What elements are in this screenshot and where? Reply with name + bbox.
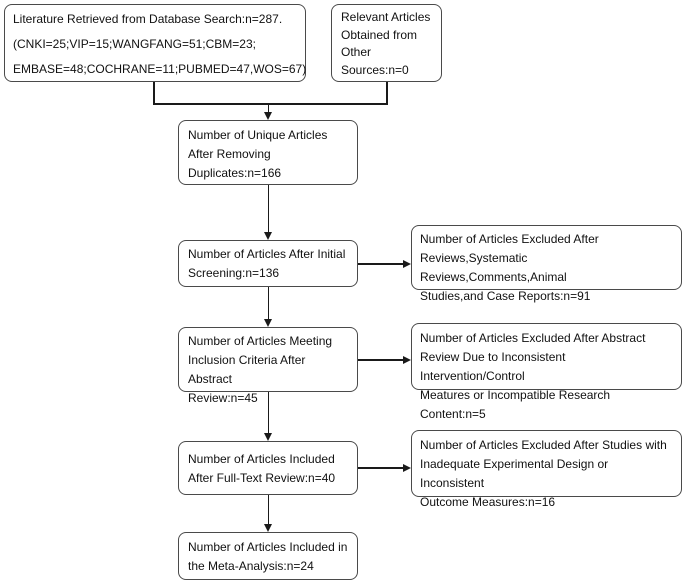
arrowhead-to-abstract-icon — [264, 319, 272, 327]
connector-unique-to-screening-line — [267, 185, 269, 233]
connector-fulltext-to-excluded-line — [358, 467, 404, 469]
connector-dbsearch-drop-line — [153, 82, 155, 103]
connector-merge-line — [153, 103, 388, 105]
connector-abstract-to-fulltext-line — [267, 392, 269, 434]
node-initial-screening: Number of Articles After Initial Screeni… — [178, 240, 358, 287]
node-database-search: Literature Retrieved from Database Searc… — [4, 4, 306, 82]
arrowhead-to-screening-icon — [264, 232, 272, 240]
connector-fulltext-to-meta-line — [267, 495, 269, 525]
connector-merge-to-unique-line — [267, 103, 269, 113]
arrowhead-to-meta-icon — [264, 524, 272, 532]
connector-abstract-to-excluded-line — [358, 359, 404, 361]
node-unique-articles: Number of Unique Articles After Removing… — [178, 120, 358, 185]
node-excluded-after-fulltext: Number of Articles Excluded After Studie… — [411, 430, 682, 509]
arrowhead-to-fulltext-icon — [264, 433, 272, 441]
connector-othersources-drop-line — [386, 82, 388, 103]
node-full-text-review: Number of Articles Included After Full-T… — [178, 441, 358, 495]
arrowhead-to-unique-icon — [264, 112, 272, 120]
node-excluded-after-abstract: Number of Articles Excluded After Abstra… — [411, 323, 682, 421]
arrowhead-to-excluded-screening-icon — [403, 260, 411, 268]
node-other-sources: Relevant Articles Obtained from Other So… — [331, 4, 442, 82]
connector-screening-to-abstract-line — [267, 287, 269, 320]
node-abstract-review: Number of Articles Meeting Inclusion Cri… — [178, 327, 358, 405]
arrowhead-to-excluded-fulltext-icon — [403, 464, 411, 472]
node-excluded-after-screening: Number of Articles Excluded After Review… — [411, 225, 682, 303]
node-meta-analysis: Number of Articles Included in the Meta-… — [178, 532, 358, 580]
arrowhead-to-excluded-abstract-icon — [403, 356, 411, 364]
connector-screening-to-excluded-line — [358, 263, 404, 265]
